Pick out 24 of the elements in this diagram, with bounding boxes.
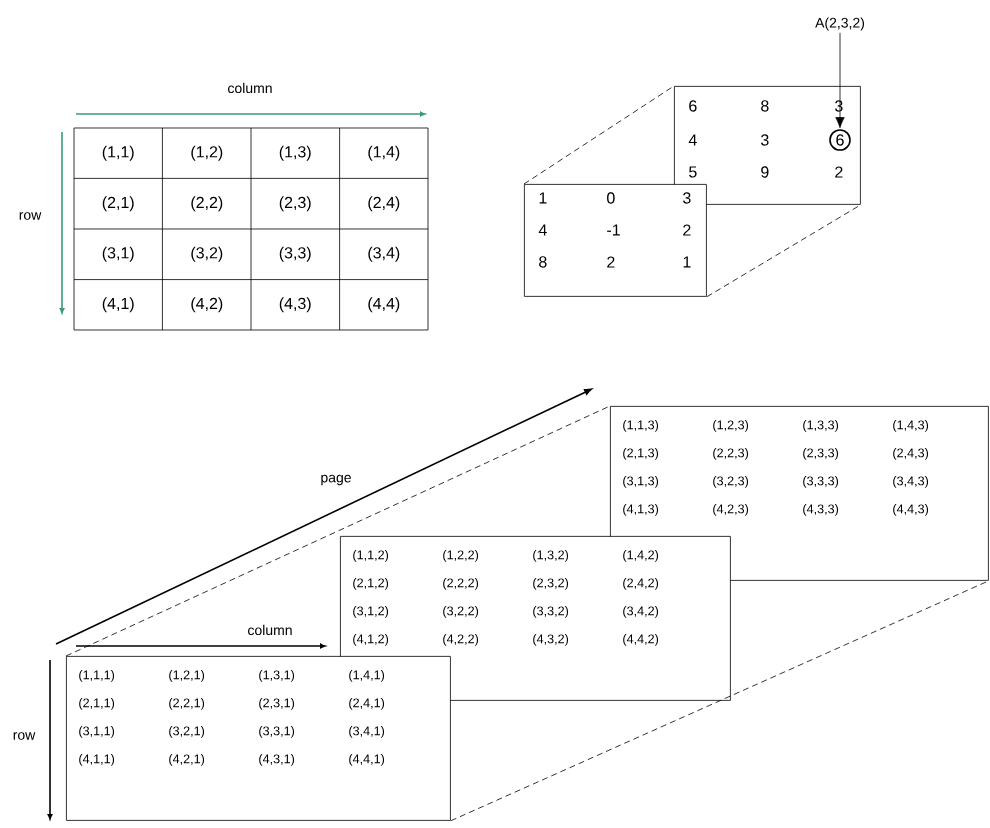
perspective-line xyxy=(706,204,862,298)
perspective-line xyxy=(65,405,611,657)
label: (3,1) xyxy=(102,246,134,262)
matrix-table: (1,1) (1,2) (1,3) (1,4) (2,1) (2,2) (2,3) (2,4) (3,1) (3,2) (3,3) (3,4) (4,1) (4,2) (4,3) (4,4) xyxy=(73,127,429,331)
label: (1,3) xyxy=(279,145,311,161)
label: (2,3) xyxy=(279,196,311,212)
label: (4,4) xyxy=(368,297,400,313)
label: (1,1) xyxy=(102,145,134,161)
label: (2,2) xyxy=(191,196,223,212)
label: (3,3) xyxy=(279,246,311,262)
label: (3,4) xyxy=(368,246,400,262)
matrix-page: 1 0 3 4 -1 2 8 2 1 xyxy=(524,184,707,297)
label: (4,1) xyxy=(102,297,134,313)
label: (2,1) xyxy=(102,196,134,212)
perspective-line xyxy=(450,580,990,822)
label: (3,2) xyxy=(191,246,223,262)
label: (4,2) xyxy=(191,297,223,313)
label: (1,2) xyxy=(191,145,223,161)
leader-line xyxy=(835,32,845,129)
circled-value: 6 xyxy=(829,129,851,151)
label: (4,3) xyxy=(279,297,311,313)
perspective-line xyxy=(523,85,675,185)
label: (1,4) xyxy=(368,145,400,161)
label: (2,4) xyxy=(368,196,400,212)
